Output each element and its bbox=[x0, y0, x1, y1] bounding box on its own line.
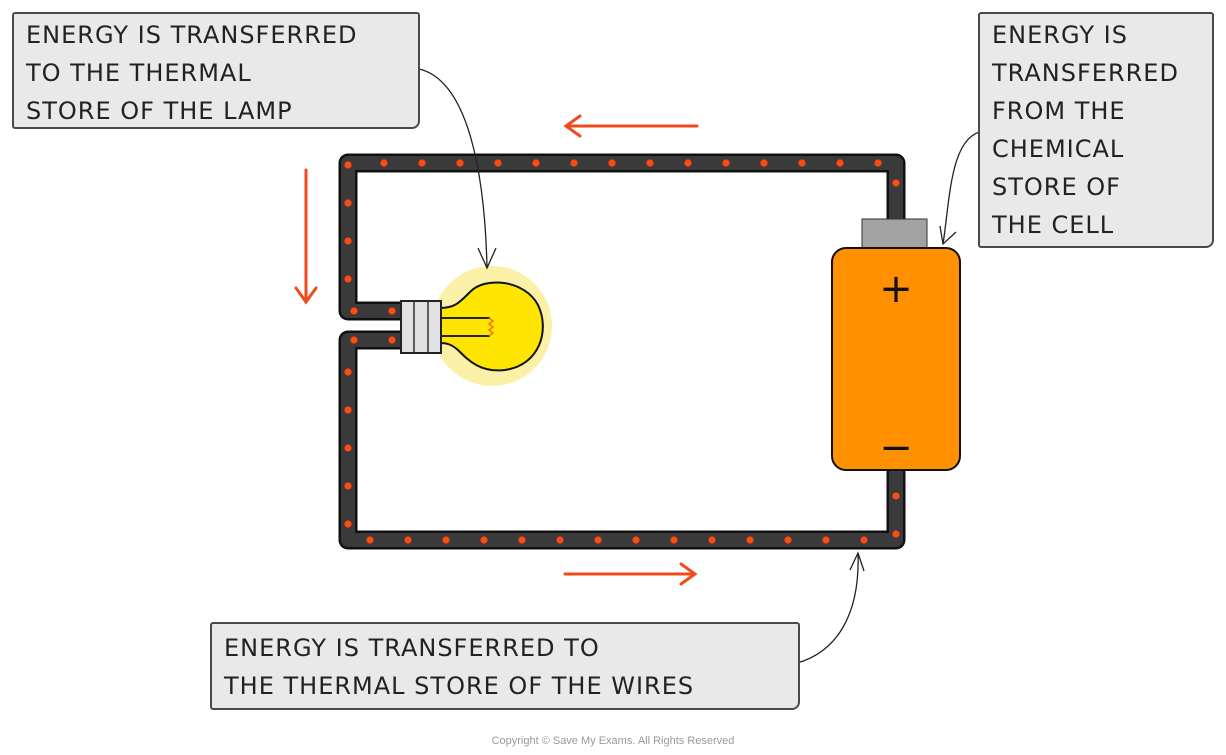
charge-dot bbox=[860, 536, 868, 544]
charge-dot bbox=[784, 536, 792, 544]
wire-lower-outline bbox=[338, 330, 906, 550]
charge-dot bbox=[350, 336, 358, 344]
charge-dot bbox=[892, 492, 900, 500]
wire-lower bbox=[341, 333, 903, 547]
label-line: ENERGY IS bbox=[992, 21, 1128, 49]
charge-dot bbox=[344, 237, 352, 245]
callout-wires bbox=[788, 551, 865, 666]
charge-dot bbox=[442, 536, 450, 544]
charge-dot bbox=[344, 406, 352, 414]
charge-dot bbox=[594, 536, 602, 544]
wire-upper bbox=[341, 156, 903, 318]
charge-dot bbox=[366, 536, 374, 544]
lamp-filament bbox=[487, 317, 495, 337]
charge-dot bbox=[708, 536, 716, 544]
charge-dot bbox=[344, 368, 352, 376]
cell-negative-symbol: − bbox=[879, 425, 913, 471]
charge-dot bbox=[684, 159, 692, 167]
lamp bbox=[400, 266, 552, 386]
charge-dot bbox=[722, 159, 730, 167]
current-arrows bbox=[294, 114, 699, 586]
label-line: STORE OF bbox=[992, 173, 1121, 201]
arrow-left-icon bbox=[563, 114, 699, 138]
label-line: CHEMICAL bbox=[992, 135, 1125, 163]
label-line: FROM THE bbox=[992, 97, 1126, 125]
cell-body bbox=[831, 247, 961, 471]
charge-dot bbox=[344, 275, 352, 283]
charge-dot bbox=[518, 536, 526, 544]
cell-cap bbox=[861, 218, 928, 249]
charge-dot bbox=[456, 159, 464, 167]
label-line: ENERGY IS TRANSFERRED bbox=[26, 21, 358, 49]
charge-dot bbox=[570, 159, 578, 167]
cell-positive-symbol: + bbox=[879, 266, 913, 312]
label-line: THE THERMAL STORE OF THE WIRES bbox=[224, 672, 695, 700]
charge-dot bbox=[632, 536, 640, 544]
arrow-down-icon bbox=[294, 168, 318, 305]
copyright: Copyright © Save My Exams. All Rights Re… bbox=[491, 735, 735, 747]
label-line: THE CELL bbox=[992, 211, 1115, 239]
charge-dot bbox=[822, 536, 830, 544]
charge-dot bbox=[670, 536, 678, 544]
charge-dot bbox=[388, 336, 396, 344]
callout-cell bbox=[939, 130, 985, 246]
label-cell: ENERGY IS TRANSFERRED FROM THE CHEMICAL … bbox=[978, 12, 1214, 248]
label-line: STORE OF THE LAMP bbox=[26, 97, 293, 125]
label-lamp: ENERGY IS TRANSFERRED TO THE THERMAL STO… bbox=[12, 12, 420, 129]
charge-dot bbox=[344, 161, 352, 169]
charge-dot bbox=[746, 536, 754, 544]
charge-dot bbox=[480, 536, 488, 544]
charge-dot bbox=[418, 159, 426, 167]
lamp-base bbox=[400, 300, 442, 354]
charge-dot bbox=[760, 159, 768, 167]
cell bbox=[831, 218, 961, 471]
charge-dot bbox=[892, 179, 900, 187]
charge-dot bbox=[532, 159, 540, 167]
charge-dot bbox=[344, 199, 352, 207]
charge-dot bbox=[608, 159, 616, 167]
charge-dot bbox=[556, 536, 564, 544]
charge-dot bbox=[388, 307, 396, 315]
charge-dot bbox=[344, 444, 352, 452]
label-line: TO THE THERMAL bbox=[26, 59, 252, 87]
charge-dots bbox=[344, 159, 900, 544]
arrow-right-icon bbox=[563, 562, 698, 586]
label-wires: ENERGY IS TRANSFERRED TO THE THERMAL STO… bbox=[210, 622, 800, 710]
charge-dot bbox=[344, 482, 352, 490]
charge-dot bbox=[494, 159, 502, 167]
charge-dot bbox=[798, 159, 806, 167]
wire-upper-outline bbox=[338, 153, 906, 321]
callout-lamp bbox=[413, 67, 497, 270]
charge-dot bbox=[380, 159, 388, 167]
charge-dot bbox=[892, 530, 900, 538]
charge-dot bbox=[350, 307, 358, 315]
charge-dot bbox=[404, 536, 412, 544]
charge-dot bbox=[646, 159, 654, 167]
label-line: ENERGY IS TRANSFERRED TO bbox=[224, 634, 600, 662]
charge-dot bbox=[836, 159, 844, 167]
label-line: TRANSFERRED bbox=[992, 59, 1179, 87]
charge-dot bbox=[874, 159, 882, 167]
charge-dot bbox=[344, 520, 352, 528]
